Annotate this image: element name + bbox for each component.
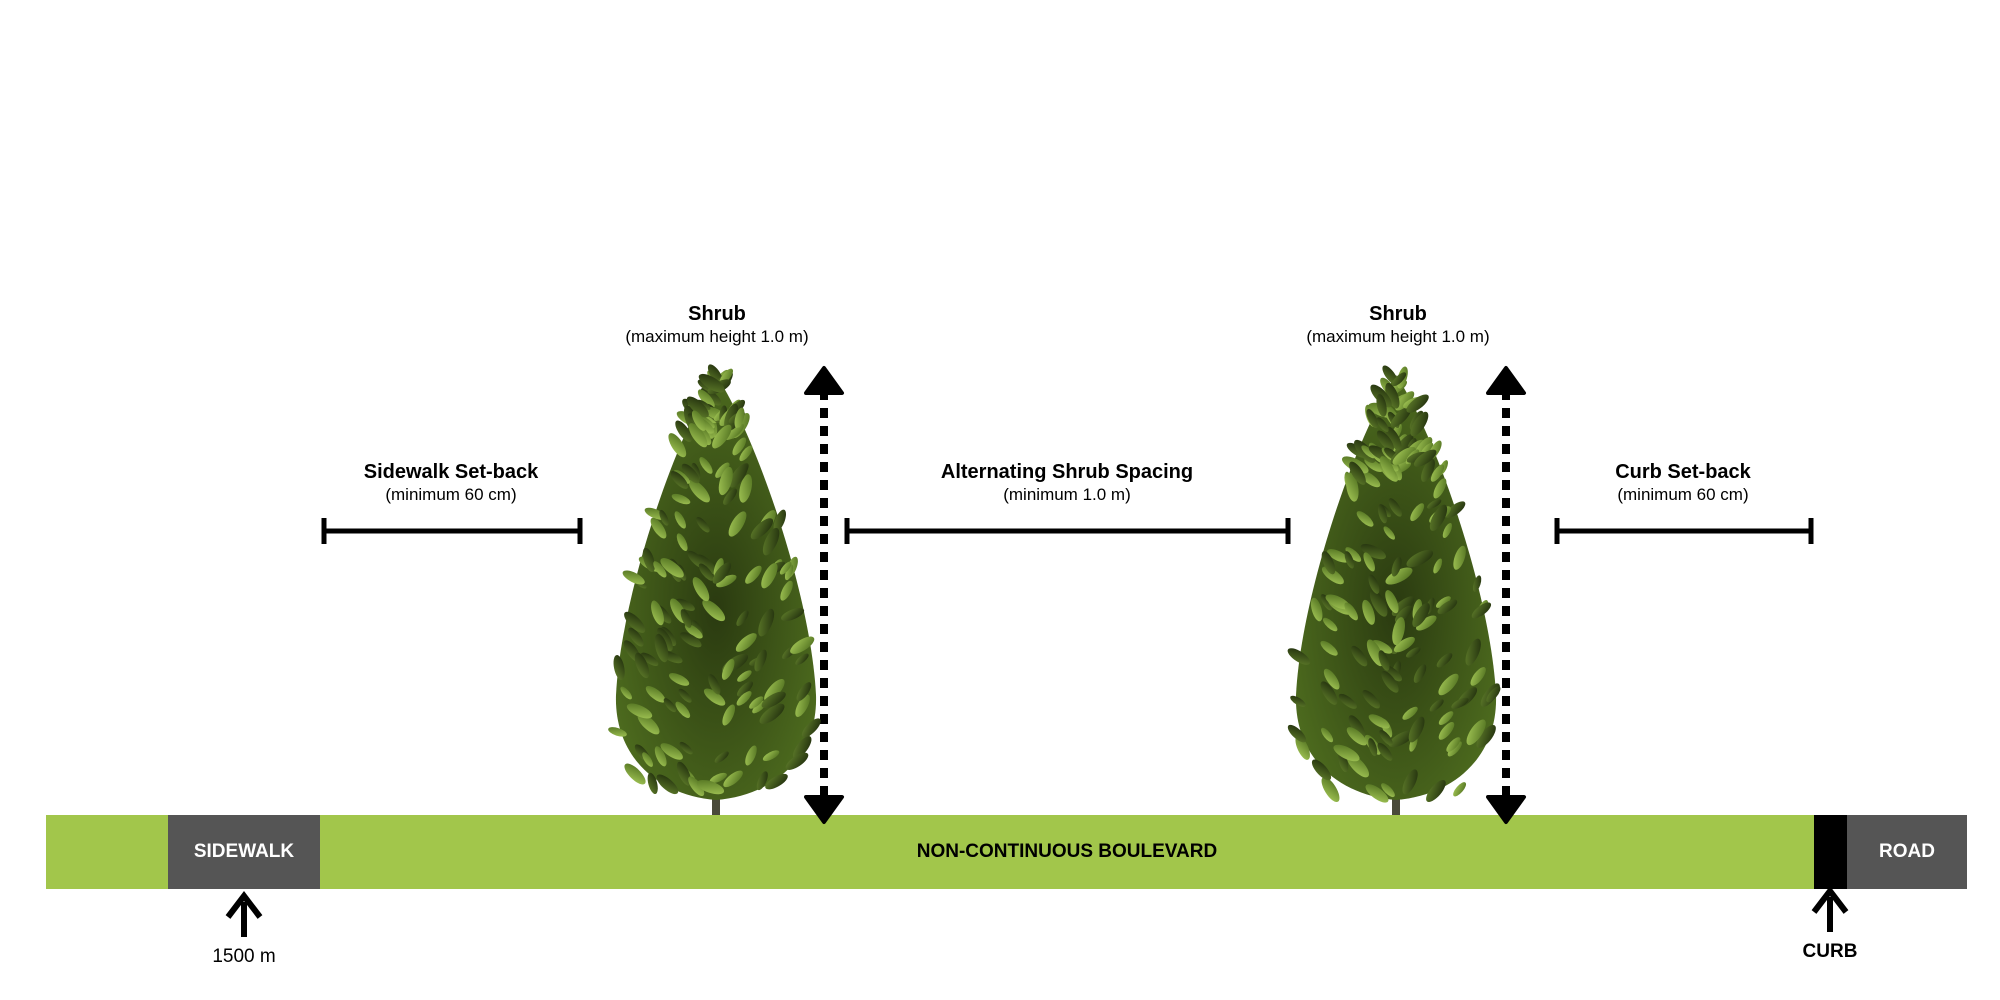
curb-setback-title: Curb Set-back: [1615, 461, 1751, 483]
road-band: ROAD: [1847, 815, 1967, 889]
curb-marker-arrow: [1811, 886, 1849, 932]
shrub-spacing-title: Alternating Shrub Spacing: [940, 461, 1194, 483]
sidewalk-setback-dimension: [321, 518, 583, 544]
sidewalk-band: SIDEWALK: [168, 815, 320, 889]
shrub-right: [1287, 365, 1501, 815]
shrub-spacing-label: Alternating Shrub Spacing (minimum 1.0 m…: [941, 460, 1193, 506]
shrub-spacing-dimension: [844, 518, 1291, 544]
curb-setback-sub: (minimum 60 cm): [1617, 485, 1749, 504]
shrub-right-sub: (maximum height 1.0 m): [1306, 327, 1490, 346]
shrub-left-label: Shrub (maximum height 1.0 m): [625, 302, 808, 348]
shrub-left-title: Shrub: [688, 303, 746, 325]
sidewalk-setback-title: Sidewalk Set-back: [363, 461, 539, 483]
boulevard-band: NON-CONTINUOUS BOULEVARD: [320, 815, 1814, 889]
sidewalk-setback-label: Sidewalk Set-back (minimum 60 cm): [364, 460, 539, 506]
shrub-spacing-sub: (minimum 1.0 m): [1003, 485, 1131, 504]
road-label: ROAD: [1879, 841, 1935, 862]
shrub-right-title: Shrub: [1369, 303, 1427, 325]
curb-setback-dimension: [1554, 518, 1814, 544]
sidewalk-marker-arrow: [225, 891, 263, 937]
shrub-right-height-arrow: [1486, 366, 1526, 824]
curb-setback-label: Curb Set-back (minimum 60 cm): [1615, 460, 1751, 506]
boulevard-label: NON-CONTINUOUS BOULEVARD: [916, 841, 1218, 862]
sidewalk-label: SIDEWALK: [193, 841, 295, 862]
shrub-left-height-arrow: [804, 366, 844, 824]
sidewalk-setback-sub: (minimum 60 cm): [385, 485, 517, 504]
curb-label: CURB: [1802, 941, 1858, 962]
sidewalk-width-label: 1500 m: [212, 946, 276, 967]
curb-band: [1814, 815, 1847, 889]
shrub-right-label: Shrub (maximum height 1.0 m): [1306, 302, 1489, 348]
boulevard-grass-left: [46, 815, 168, 889]
shrub-left-sub: (maximum height 1.0 m): [625, 327, 809, 346]
shrub-left: [608, 364, 821, 815]
